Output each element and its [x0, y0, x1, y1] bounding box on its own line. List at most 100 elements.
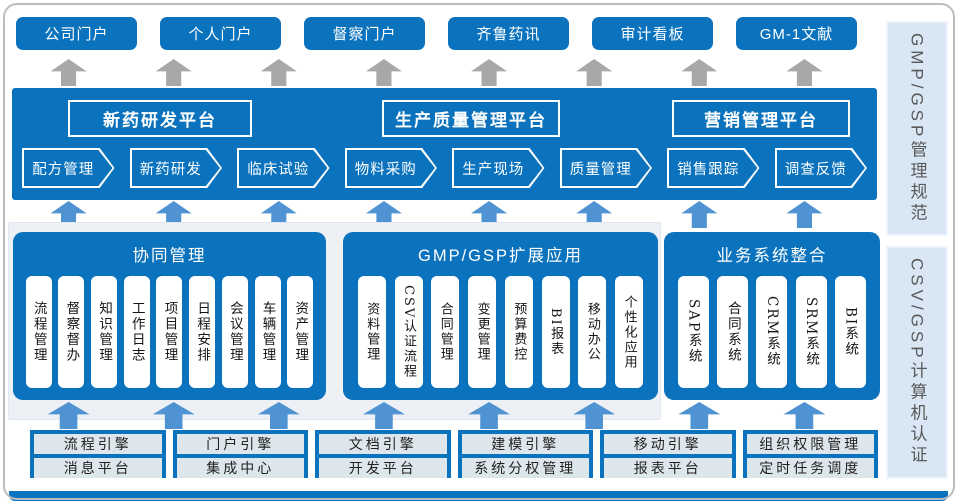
up-arrow-icon: [471, 59, 508, 86]
side-banner-csv-certification: CSV/GSP计算机认证: [886, 246, 948, 479]
module-card[interactable]: 合同系统: [717, 276, 749, 388]
platform-title-rnd: 新药研发平台: [68, 100, 252, 137]
engine-cell[interactable]: 文档引擎: [319, 434, 447, 454]
portal-button-supervision[interactable]: 督察门户: [304, 17, 425, 50]
up-arrow-icon: [260, 59, 297, 86]
process-chevron-label: 物料采购: [346, 150, 435, 186]
process-chevron-label: 生产现场: [454, 150, 543, 186]
module-card[interactable]: 车辆管理: [254, 276, 281, 388]
module-card[interactable]: BI系统: [834, 276, 866, 388]
process-chevron-label: 新药研发: [131, 150, 220, 186]
process-chevron-material-purchase[interactable]: 物料采购: [344, 148, 437, 188]
up-arrow-icon: [362, 402, 405, 429]
engine-cell[interactable]: 建模引擎: [461, 434, 589, 454]
panel-title: 业务系统整合: [716, 247, 828, 265]
engine-cell[interactable]: 消息平台: [34, 458, 162, 478]
side-banner-gmp-gsp-standard: GMP/GSP管理规范: [886, 21, 948, 236]
process-chevron-sales-tracking[interactable]: 销售跟踪: [667, 148, 760, 188]
module-card[interactable]: 个性化应用: [615, 276, 644, 388]
engine-column: 组织权限管理 定时任务调度: [742, 430, 878, 478]
engine-cell[interactable]: 门户引擎: [176, 434, 304, 454]
panel-business-integration: 业务系统整合 SAP系统 合同系统 CRM系统 SRM系统 BI系统: [664, 232, 880, 400]
process-chevron-quality-mgmt[interactable]: 质量管理: [559, 148, 652, 188]
module-card[interactable]: CRM系统: [756, 276, 788, 388]
module-card[interactable]: 变更管理: [468, 276, 497, 388]
portal-button-company[interactable]: 公司门户: [16, 17, 137, 50]
module-card[interactable]: 资产管理: [287, 276, 314, 388]
panel-cards: SAP系统 合同系统 CRM系统 SRM系统 BI系统: [664, 276, 880, 388]
engine-cell[interactable]: 集成中心: [176, 458, 304, 478]
process-chevron-label: 调查反馈: [776, 150, 865, 186]
up-arrow-icon: [783, 402, 826, 429]
process-chevron-formula-mgmt[interactable]: 配方管理: [22, 148, 115, 188]
engine-column: 建模引擎 系统分权管理: [457, 430, 593, 478]
module-card[interactable]: 工作日志: [123, 276, 150, 388]
engine-column: 移动引擎 报表平台: [600, 430, 736, 478]
up-arrow-icon: [50, 59, 87, 86]
engine-column: 文档引擎 开发平台: [315, 430, 451, 478]
panel-cards: 资料管理 CSV认证流程 合同管理 变更管理 预算费控 BI报表 移动办公 个性…: [343, 276, 658, 388]
up-arrow-icon: [47, 402, 90, 429]
process-chevron-label: 销售跟踪: [669, 150, 758, 186]
engine-column: 流程引擎 消息平台: [30, 430, 166, 478]
engine-cell[interactable]: 报表平台: [604, 458, 732, 478]
module-card[interactable]: 合同管理: [431, 276, 460, 388]
module-card[interactable]: 日程安排: [189, 276, 216, 388]
portal-button-row: 公司门户 个人门户 督察门户 齐鲁药讯 审计看板 GM-1文献: [16, 17, 857, 50]
engine-column: 门户引擎 集成中心: [172, 430, 308, 478]
platform-title-production-quality: 生产质量管理平台: [382, 100, 560, 137]
up-arrow-icon: [257, 402, 300, 429]
panel-collaboration: 协同管理 流程管理 督察督办 知识管理 工作日志 项目管理 日程安排 会议管理 …: [13, 232, 326, 400]
foundation-engine-row: 流程引擎 消息平台 门户引擎 集成中心 文档引擎 开发平台 建模引擎 系统分权管…: [30, 430, 878, 478]
bottom-strip: [9, 491, 948, 501]
portal-button-audit-board[interactable]: 审计看板: [592, 17, 713, 50]
process-chevron-clinical-trial[interactable]: 临床试验: [237, 148, 330, 188]
up-arrow-icon: [152, 402, 195, 429]
engine-cell[interactable]: 定时任务调度: [746, 458, 874, 478]
process-chevron-row: 配方管理 新药研发 临床试验 物料采购 生产现场 质量管理 销售跟踪 调查反馈: [22, 148, 867, 188]
engine-cell[interactable]: 流程引擎: [34, 434, 162, 454]
process-chevron-new-drug-rnd[interactable]: 新药研发: [129, 148, 222, 188]
up-arrow-icon: [786, 201, 823, 228]
bottom-arrow-row: [16, 402, 857, 429]
process-chevron-label: 质量管理: [561, 150, 650, 186]
engine-cell[interactable]: 开发平台: [319, 458, 447, 478]
up-arrow-icon: [365, 59, 402, 86]
module-card[interactable]: BI报表: [541, 276, 570, 388]
process-chevron-production-site[interactable]: 生产现场: [452, 148, 545, 188]
module-card[interactable]: SAP系统: [678, 276, 710, 388]
up-arrow-icon: [468, 402, 511, 429]
up-arrow-icon: [573, 402, 616, 429]
panel-title: GMP/GSP扩展应用: [417, 247, 583, 265]
module-card[interactable]: 预算费控: [504, 276, 533, 388]
portal-button-gm1-docs[interactable]: GM-1文献: [736, 17, 857, 50]
up-arrow-icon: [576, 59, 613, 86]
up-arrow-icon: [681, 201, 718, 228]
engine-cell[interactable]: 移动引擎: [604, 434, 732, 454]
engine-cell[interactable]: 组织权限管理: [746, 434, 874, 454]
module-card[interactable]: 项目管理: [156, 276, 183, 388]
process-chevron-feedback-survey[interactable]: 调查反馈: [774, 148, 867, 188]
module-card[interactable]: 督察督办: [58, 276, 85, 388]
up-arrow-icon: [786, 59, 823, 86]
module-card[interactable]: 移动办公: [578, 276, 607, 388]
platform-title-marketing: 营销管理平台: [672, 100, 850, 137]
up-arrow-icon: [155, 59, 192, 86]
module-card[interactable]: 会议管理: [221, 276, 248, 388]
up-arrow-icon: [678, 402, 721, 429]
module-card[interactable]: 流程管理: [25, 276, 52, 388]
portal-button-personal[interactable]: 个人门户: [160, 17, 281, 50]
module-card[interactable]: 资料管理: [357, 276, 386, 388]
panel-cards: 流程管理 督察督办 知识管理 工作日志 项目管理 日程安排 会议管理 车辆管理 …: [13, 276, 326, 388]
module-card[interactable]: SRM系统: [795, 276, 827, 388]
process-chevron-label: 临床试验: [239, 150, 328, 186]
application-platform-band: 新药研发平台 生产质量管理平台 营销管理平台 配方管理 新药研发 临床试验 物料…: [12, 88, 877, 200]
process-chevron-label: 配方管理: [24, 150, 113, 186]
engine-cell[interactable]: 系统分权管理: [461, 458, 589, 478]
module-card[interactable]: 知识管理: [91, 276, 118, 388]
module-card[interactable]: CSV认证流程: [394, 276, 423, 388]
portal-button-qilu-news[interactable]: 齐鲁药讯: [448, 17, 569, 50]
up-arrow-icon: [681, 59, 718, 86]
gray-arrow-row: [16, 59, 857, 86]
panel-gmp-gsp-extension: GMP/GSP扩展应用 资料管理 CSV认证流程 合同管理 变更管理 预算费控 …: [343, 232, 658, 400]
